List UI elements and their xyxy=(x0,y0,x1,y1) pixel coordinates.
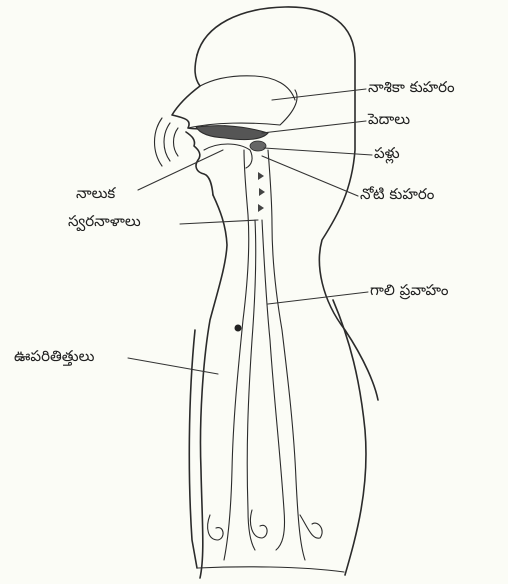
airflow-dot xyxy=(235,325,242,332)
label-oral-cavity: నోటి కుహరం xyxy=(360,187,434,202)
torso-right-outline xyxy=(333,300,366,575)
sound-wave-3 xyxy=(155,118,163,166)
pharynx-left xyxy=(224,150,249,560)
head-back-outline xyxy=(197,7,378,400)
torso-base xyxy=(198,567,344,572)
label-vocal-cords: స్వరనాళాలు xyxy=(68,214,141,229)
torso-left-outline xyxy=(189,330,197,568)
sound-wave-1 xyxy=(174,128,179,156)
nasal-cavity-outline xyxy=(188,90,297,128)
throat-marks xyxy=(258,172,265,212)
label-lungs: ఊపరితిత్తులు xyxy=(14,349,94,364)
neck-front-outline xyxy=(200,195,227,578)
lung-loop-right xyxy=(300,515,322,538)
airflow-right-path xyxy=(262,220,285,550)
label-tongue: నాలుక xyxy=(76,186,115,201)
leader-oral-cavity xyxy=(262,156,358,196)
label-teeth: పళ్లు xyxy=(374,146,400,161)
pharynx-right xyxy=(268,150,305,560)
label-palate: పెదాలు xyxy=(368,112,410,127)
label-air-flow: గాలి ప్రవాహం xyxy=(370,283,448,298)
airflow-left-path xyxy=(247,220,256,550)
lung-loop-left xyxy=(208,515,223,540)
sound-wave-2 xyxy=(164,123,170,161)
leader-vocal-cords xyxy=(180,220,258,224)
teeth-mark xyxy=(250,141,266,151)
palate-shading xyxy=(196,126,268,140)
leader-air-flow xyxy=(268,292,368,304)
leader-nasal-cavity xyxy=(272,89,366,100)
label-nasal-cavity: నాశికా కుహరం xyxy=(368,80,455,95)
lung-loop-middle xyxy=(250,510,267,538)
leader-palate xyxy=(262,121,366,133)
lips-outline xyxy=(186,132,213,195)
skull-ridge xyxy=(200,76,295,100)
face-outline xyxy=(172,55,225,129)
